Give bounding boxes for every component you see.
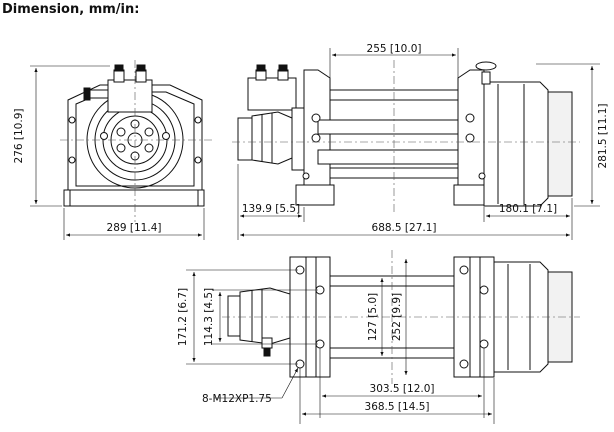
front-dimensions [30,65,205,240]
dim-right-offset: 180.1 [7.1] [499,203,557,215]
dim-top-span: 255 [10.0] [367,43,422,55]
side-view [232,60,580,214]
dim-front-height: 276 [10.9] [13,109,25,164]
dim-vert-outer: 171.2 [6.7] [177,288,189,346]
dim-vert-inner: 114.3 [4.5] [203,288,215,346]
dim-bolt-spec: 8-M12XP1.75 [202,393,272,405]
dim-overall-length: 688.5 [27.1] [372,222,437,234]
dim-drum-diameter: 127 [5.0] [367,293,379,341]
dim-bolt-span-outer: 368.5 [14.5] [365,401,430,413]
dim-side-height: 281.5 [11.1] [597,104,609,169]
plan-dimensions [186,259,495,424]
dim-front-width: 289 [11.4] [107,222,162,234]
plan-view [222,250,580,384]
front-view [60,60,212,222]
page-title: Dimension, mm/in: [2,2,140,17]
dim-left-offset: 139.9 [5.5] [242,203,300,215]
side-dimensions [237,48,600,240]
dim-bolt-span-inner: 303.5 [12.0] [370,383,435,395]
dim-flange-diameter: 252 [9.9] [391,293,403,341]
